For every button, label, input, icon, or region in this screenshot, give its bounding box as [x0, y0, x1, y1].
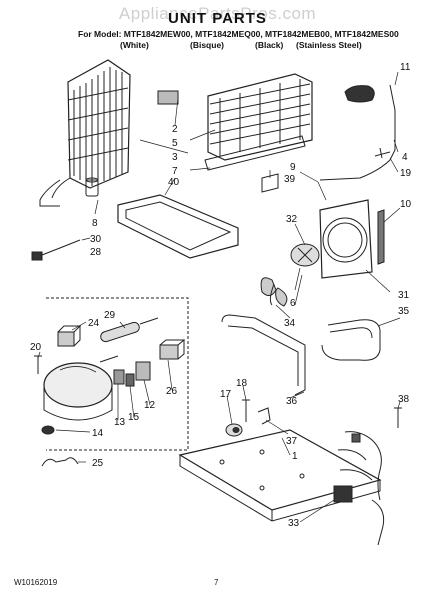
- part-bracket: [261, 173, 279, 193]
- callout-32: 32: [286, 214, 298, 225]
- callout-18: 18: [236, 378, 248, 389]
- grommet: [225, 423, 243, 437]
- color-white: (White): [120, 40, 149, 50]
- callout-24: 24: [88, 318, 100, 329]
- overload: [159, 339, 186, 360]
- wire-clip: [41, 457, 79, 467]
- water-tube: [321, 319, 381, 361]
- callout-26: 26: [166, 386, 178, 397]
- callout-30: 30: [90, 234, 102, 245]
- bolt: [34, 355, 42, 374]
- callout-2: 2: [172, 124, 178, 135]
- callout-17: 17: [220, 389, 232, 400]
- callout-labels: 1 2 3 4 5 6 7 8 9 10 11 12 13 14 15 17 1…: [30, 62, 412, 529]
- callout-12: 12: [144, 400, 156, 411]
- callout-40: 40: [168, 177, 180, 188]
- leader-lines: [37, 71, 401, 523]
- color-stainless: (Stainless Steel): [296, 40, 362, 50]
- callout-4: 4: [402, 152, 408, 163]
- fan-motor: [290, 243, 320, 267]
- callout-8: 8: [92, 218, 98, 229]
- callout-20: 20: [30, 342, 42, 353]
- page-number: 7: [214, 578, 219, 587]
- part-cylinder: [85, 177, 99, 197]
- screw: [374, 147, 391, 159]
- callout-9: 9: [290, 162, 296, 173]
- callout-3: 3: [172, 152, 178, 163]
- compressor-group-box: [46, 297, 189, 451]
- part-strip: [377, 209, 385, 265]
- callout-33: 33: [288, 518, 300, 529]
- defrost-cap: [319, 84, 396, 181]
- color-black: (Black): [255, 40, 284, 50]
- callout-31: 31: [398, 290, 410, 301]
- callout-34: 34: [284, 318, 296, 329]
- part-clip: [113, 369, 125, 385]
- drain-trough: [204, 135, 306, 171]
- watermark: AppliancePartsPros.com: [118, 4, 317, 23]
- base-plate: [178, 429, 382, 522]
- callout-39: 39: [284, 174, 296, 185]
- callout-14: 14: [92, 428, 104, 439]
- capacitor: [100, 317, 159, 343]
- small-tube: [257, 407, 271, 425]
- callout-19: 19: [400, 168, 412, 179]
- page-title: UNIT PARTS: [168, 10, 267, 27]
- harness-plug: [31, 239, 81, 261]
- callout-38: 38: [398, 394, 410, 405]
- start-device: [135, 361, 151, 381]
- condenser-tube-loop: [221, 314, 306, 396]
- callout-6: 6: [290, 298, 296, 309]
- wire-harness: [333, 431, 385, 546]
- fan-shroud: [319, 199, 373, 279]
- callout-5: 5: [172, 138, 178, 149]
- callout-29: 29: [104, 310, 116, 321]
- compressor: [41, 355, 119, 435]
- callout-35: 35: [398, 306, 410, 317]
- part-pad: [157, 90, 179, 105]
- callout-1: 1: [292, 451, 298, 462]
- callout-10: 10: [400, 199, 412, 210]
- fan-blade: [260, 277, 288, 307]
- callout-36: 36: [286, 396, 298, 407]
- callout-25: 25: [92, 458, 104, 469]
- condenser-coil: [39, 59, 131, 207]
- callout-7: 7: [172, 166, 178, 177]
- callout-37: 37: [286, 436, 298, 447]
- callout-28: 28: [90, 247, 102, 258]
- evaporator-coil: [207, 73, 313, 161]
- callout-13: 13: [114, 417, 126, 428]
- mount-screw: [242, 399, 250, 422]
- callout-15: 15: [128, 412, 140, 423]
- callout-11: 11: [400, 62, 411, 73]
- model-line: For Model: MTF1842MEW00, MTF1842MEQ00, M…: [78, 29, 399, 39]
- relay: [57, 325, 82, 347]
- color-bisque: (Bisque): [190, 40, 224, 50]
- doc-number: W10162019: [14, 578, 58, 587]
- ground-screw: [394, 407, 402, 428]
- part-terminal: [125, 373, 135, 387]
- drain-pan: [117, 194, 239, 259]
